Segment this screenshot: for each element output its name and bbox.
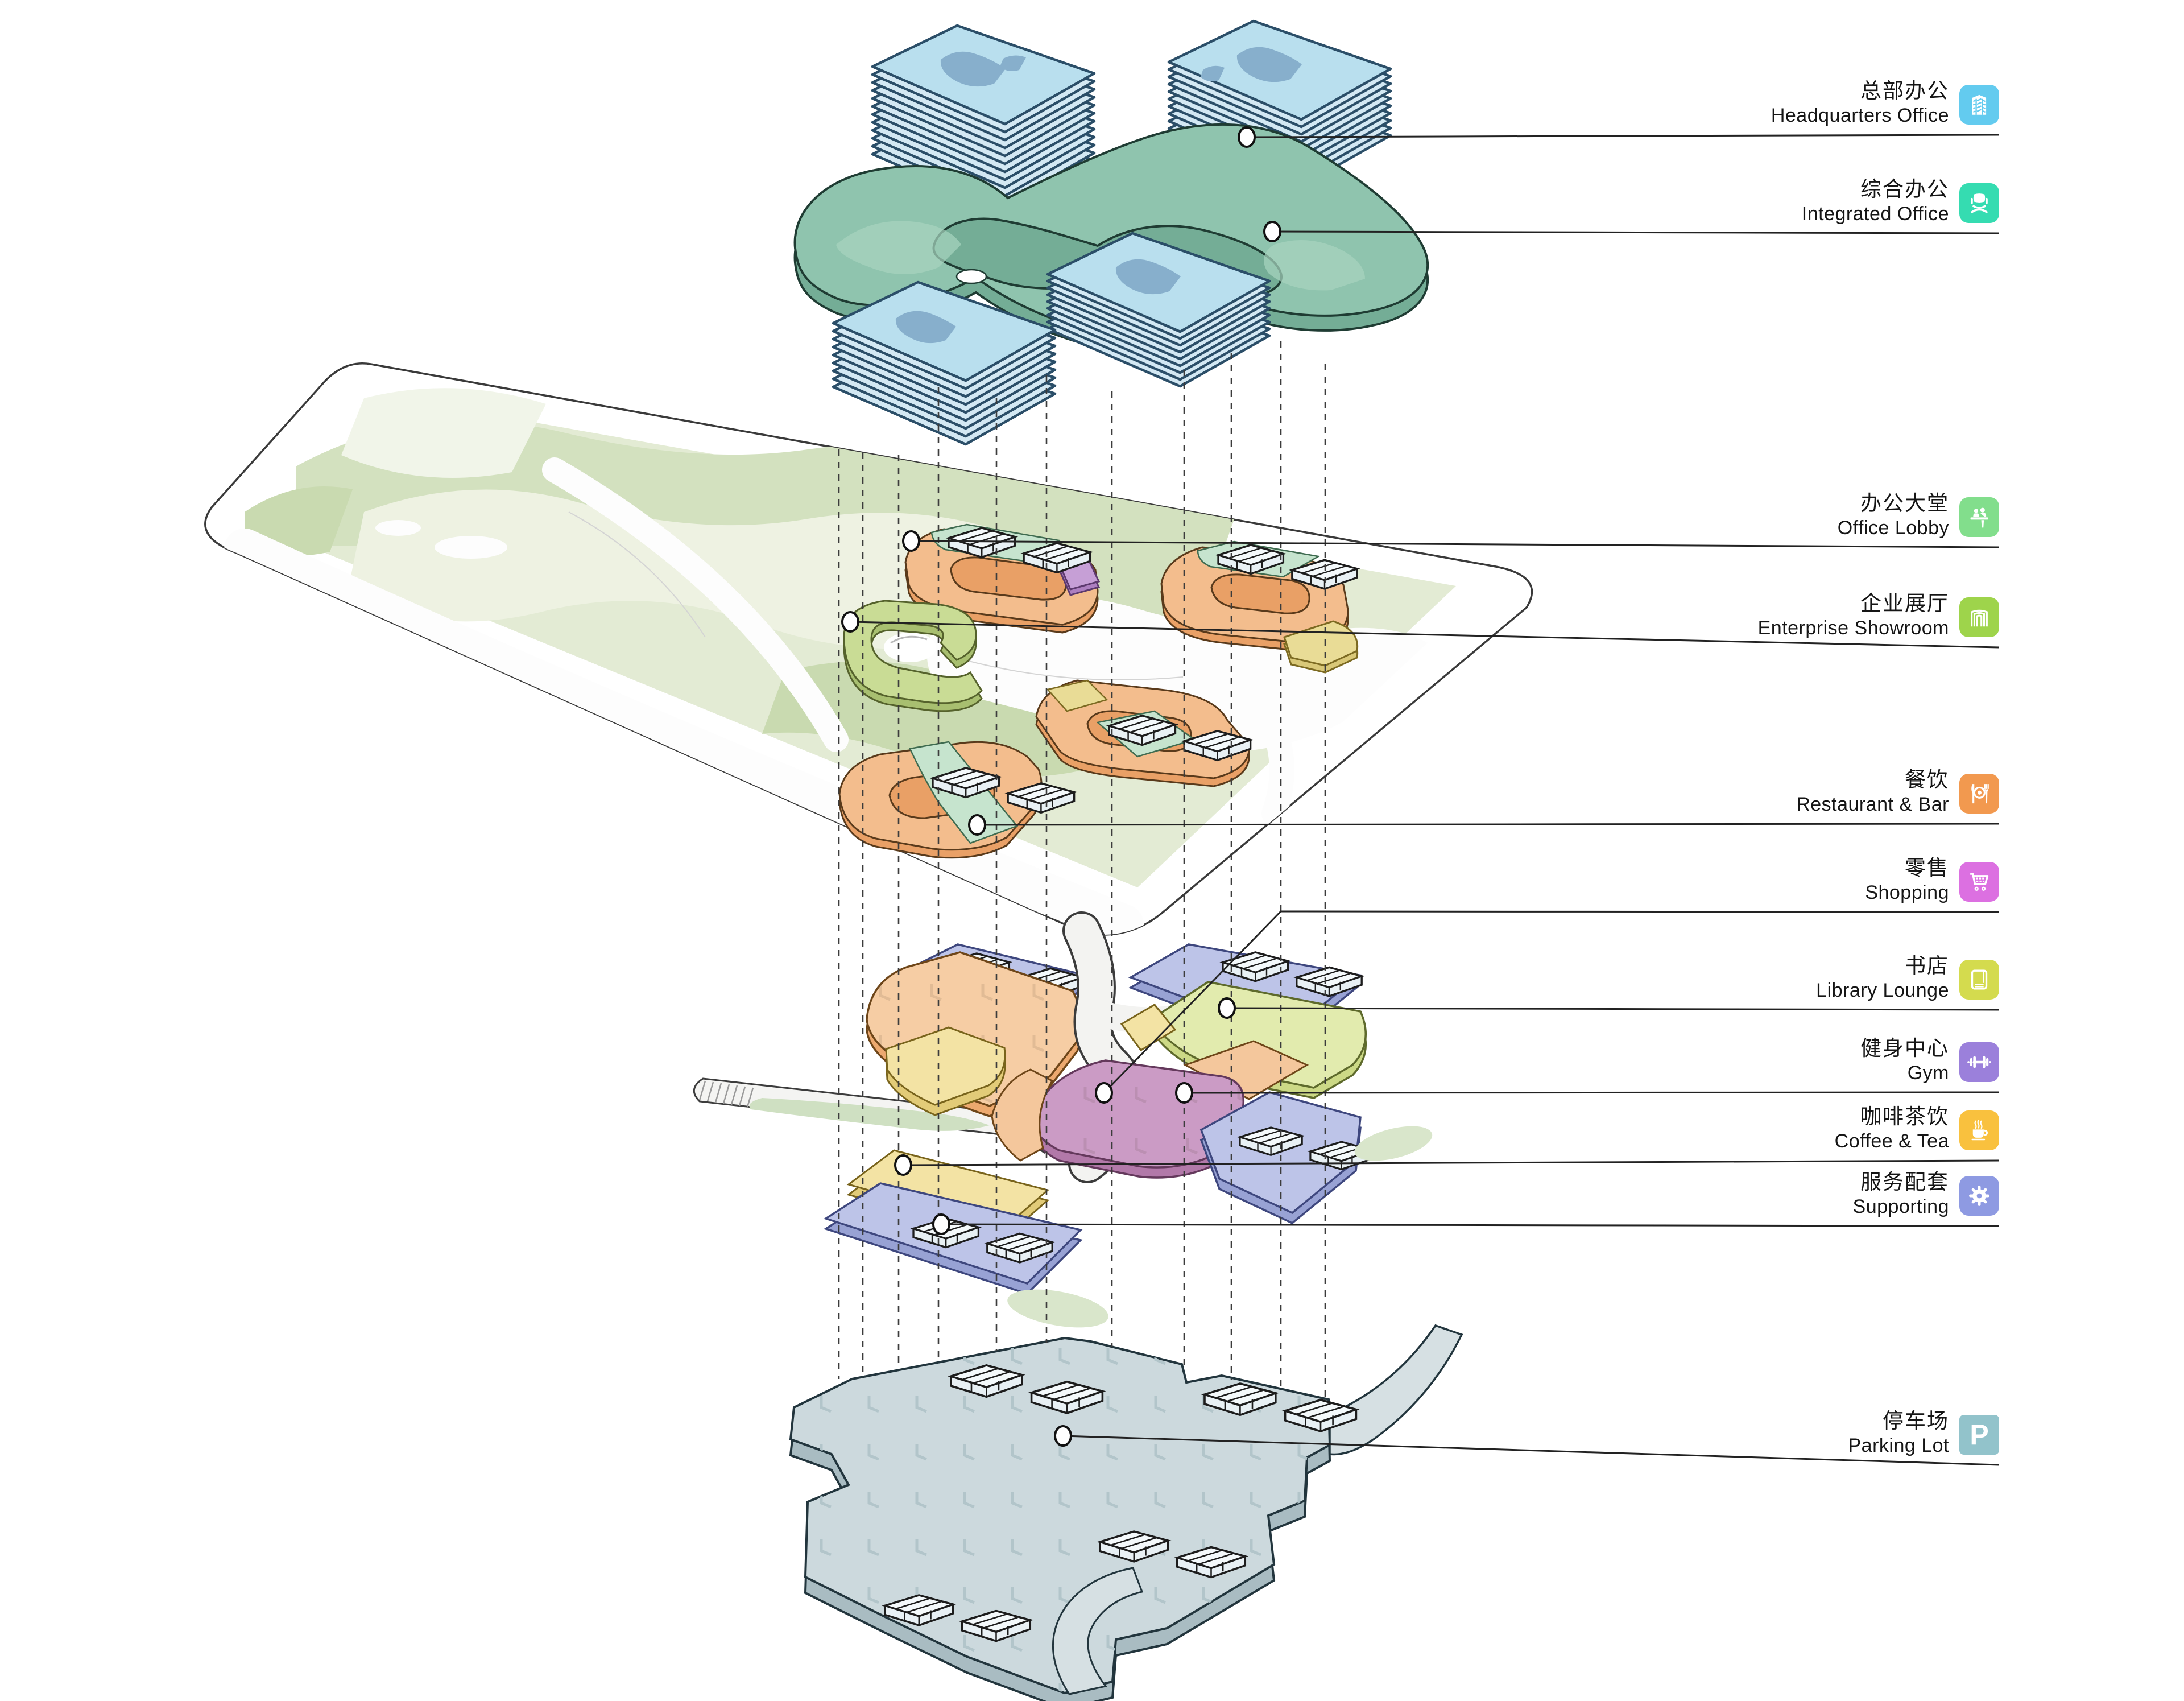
tower-northwest <box>872 26 1094 212</box>
headquarters-towers <box>872 21 1391 212</box>
tower-northeast <box>1169 21 1391 186</box>
label-zh: 咖啡茶饮 <box>1860 1105 1949 1128</box>
office-chair-icon <box>1959 183 1999 223</box>
parking-letter: P <box>1970 1419 1989 1451</box>
headquarters-building-icon <box>1959 85 1999 125</box>
legend-item-headquarters-office: 总部办公 Headquarters Office <box>1771 78 1999 127</box>
label-zh: 书店 <box>1905 954 1949 977</box>
site-building-northeast <box>1160 540 1359 674</box>
parking-ramp-east <box>1329 1324 1463 1456</box>
tower-southwest <box>833 282 1055 444</box>
label-en: Shopping <box>1865 882 1949 903</box>
site-building-south <box>838 741 1074 859</box>
label-zh: 健身中心 <box>1860 1037 1949 1060</box>
reception-desk-icon <box>1959 497 1999 537</box>
plate-yellow-west <box>885 1026 1006 1106</box>
gear-icon <box>1959 1176 1999 1216</box>
legend-item-restaurant-bar: 餐饮 Restaurant & Bar <box>1796 767 1999 816</box>
legend-item-library-lounge: 书店 Library Lounge <box>1816 953 1999 1002</box>
label-zh: 总部办公 <box>1860 79 1949 102</box>
site-building-center <box>1035 679 1251 787</box>
front-towers <box>833 233 1269 444</box>
dumbbell-icon <box>1959 1042 1999 1082</box>
legend-item-parking-lot: 停车场 Parking Lot P <box>1848 1408 1999 1457</box>
showroom-gate-icon <box>1959 597 1999 637</box>
label-zh: 零售 <box>1905 856 1949 880</box>
label-zh: 办公大堂 <box>1860 492 1949 515</box>
parking-ramp-loop <box>1052 1567 1144 1695</box>
parking-p-icon: P <box>1959 1415 1999 1455</box>
shopping-cart-icon <box>1959 862 1999 902</box>
label-en: Parking Lot <box>1848 1435 1949 1456</box>
amenity-floor-layer <box>693 911 1433 1328</box>
label-en: Headquarters Office <box>1771 105 1949 126</box>
dining-icon <box>1959 774 1999 814</box>
label-en: Restaurant & Bar <box>1796 794 1949 815</box>
projection-lines <box>838 341 1326 1398</box>
label-en: Office Lobby <box>1837 517 1949 539</box>
book-icon <box>1959 960 1999 1000</box>
leader-lines <box>850 134 2000 1466</box>
label-en: Supporting <box>1852 1196 1949 1217</box>
label-en: Library Lounge <box>1816 980 1949 1001</box>
label-en: Gym <box>1907 1062 1949 1084</box>
label-zh: 综合办公 <box>1860 177 1949 201</box>
label-zh: 服务配套 <box>1860 1170 1949 1194</box>
label-zh: 企业展厅 <box>1860 592 1949 615</box>
label-zh: 停车场 <box>1883 1409 1949 1432</box>
site-building-showroom-u <box>843 600 983 712</box>
site-plan-layer <box>204 362 1533 936</box>
label-zh: 餐饮 <box>1905 768 1949 791</box>
coffee-cup-icon <box>1959 1110 1999 1150</box>
label-en: Enterprise Showroom <box>1757 617 1949 639</box>
label-en: Coffee & Tea <box>1834 1130 1949 1152</box>
parking-layer <box>789 1324 1463 1701</box>
callout-dots <box>841 126 1281 1447</box>
tower-center <box>1048 233 1269 386</box>
label-en: Integrated Office <box>1801 203 1949 225</box>
